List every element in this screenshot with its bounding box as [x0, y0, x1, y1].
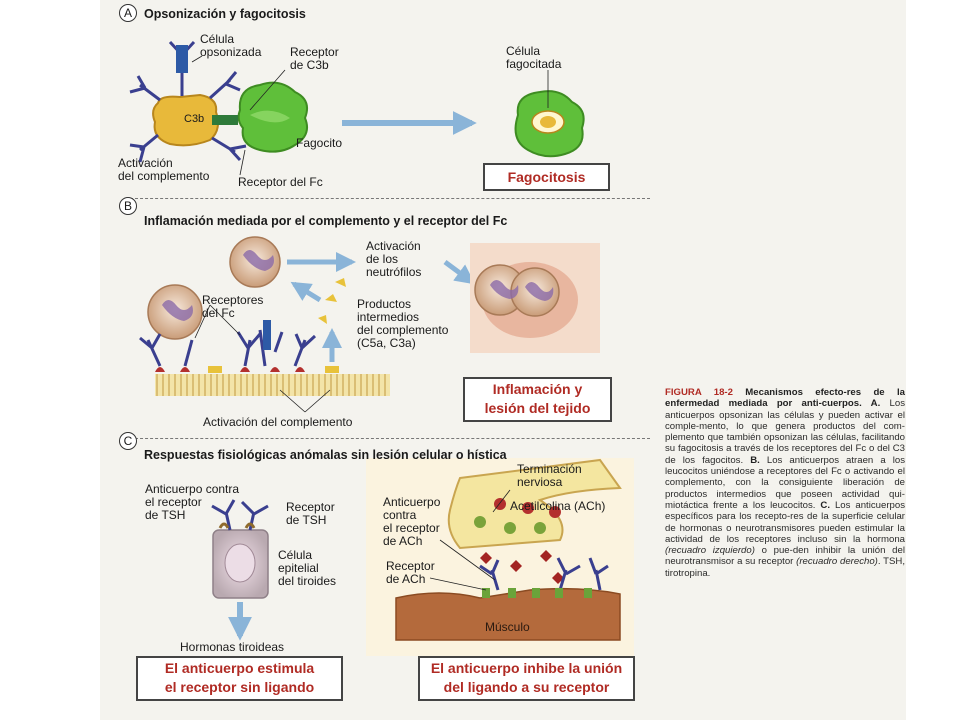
result-inflammation: Inflamación y lesión del tejido [463, 377, 612, 422]
caption-text-c2: o pue-den inhibir la unión del neurotran… [665, 545, 905, 568]
label-complement-activation-a: Activación del complemento [118, 156, 210, 183]
caption-text-a: Los anticuerpos opsonizan las células y … [665, 398, 905, 466]
label-thyroid-cell: Célula epitelial del tiroides [278, 548, 337, 588]
engulfed-cell [540, 116, 556, 128]
caption-text-b: Los anticuerpos atraen a los leucocitos … [665, 454, 905, 511]
panel-a-letter: A [119, 4, 137, 22]
caption-text-c1: Los anticuerpos específicos para los rec… [665, 499, 905, 545]
result-stimulates-receptor: El anticuerpo estimula el receptor sin l… [136, 656, 343, 701]
complement-fragments [208, 278, 346, 373]
panel-b-letter: B [119, 197, 137, 215]
panel-b-title: Inflamación mediada por el complemento y… [144, 214, 508, 228]
panel-b-artwork [139, 236, 600, 396]
caption-italic-right: (recuadro derecho) [796, 556, 878, 568]
leader-lines [191, 55, 549, 591]
label-anti-tsh-antibody: Anticuerpo contra el receptor de TSH [145, 482, 240, 522]
antigen-marker [176, 45, 188, 73]
label-tsh-receptor: Receptor de TSH [286, 500, 335, 527]
figure-artwork [129, 40, 634, 656]
label-c3b: C3b [184, 113, 205, 125]
nerve-ending-shape [447, 458, 622, 550]
c3b-bond [212, 115, 238, 125]
cell-membrane [155, 374, 390, 396]
panel-c-letter: C [119, 432, 137, 450]
label-phagocyte: Fagocito [296, 136, 343, 150]
caption-text-c3: . TSH, tirotropina. [665, 556, 905, 579]
label-complement-activation-b: Activación del complemento [203, 415, 353, 429]
caption-lead: FIGURA 18-2 [665, 387, 733, 398]
label-opsonized-cell: Célula opsonizada [200, 32, 262, 59]
label-phagocytosed-cell: Célula fagocitada [506, 44, 562, 71]
label-thyroid-hormones: Hormonas tiroideas [180, 640, 285, 654]
panel-a-artwork [129, 40, 585, 163]
synapse-antibodies [479, 557, 609, 591]
caption-label-c: C. [820, 499, 831, 511]
caption-heading: Mecanismos efecto-res de la enfermedad m… [665, 387, 905, 410]
figure-page: A Opsonización y fagocitosis Célula opso… [100, 0, 906, 720]
muscle-shape [395, 587, 621, 641]
label-fc-receptors: Receptores del Fc [202, 293, 264, 320]
phagocyte-highlight [250, 110, 290, 123]
label-muscle: Músculo [485, 620, 530, 634]
thyroid-nucleus [224, 543, 256, 583]
membrane-antibodies [139, 329, 317, 367]
arrow-b-back [290, 281, 322, 303]
ach-molecules [480, 550, 564, 584]
result-inhibits-binding: El anticuerpo inhibe la unión del ligand… [418, 656, 635, 701]
label-fc-receptor: Receptor del Fc [238, 175, 323, 189]
label-complement-products: Productos intermedios del complemento (C… [357, 297, 449, 350]
label-nerve-ending: Terminación nerviosa [517, 462, 582, 489]
vesicles [474, 498, 561, 534]
divider-a-b [130, 198, 650, 199]
caption-label-b: B. [750, 454, 760, 466]
label-neutrophil-activation: Activación de los neutrófilos [366, 239, 422, 279]
thyroid-antibodies [211, 499, 269, 531]
label-anti-ach-antibody: Anticuerpo contra el receptor de ACh [383, 495, 441, 548]
panel-a-title: Opsonización y fagocitosis [144, 7, 306, 21]
result-phagocytosis: Fagocitosis [483, 163, 610, 191]
caption-italic-left: (recuadro izquierdo) [665, 545, 755, 557]
arrow-b-tissue [443, 259, 476, 285]
label-acetylcholine: Acetilcolina (ACh) [510, 499, 606, 513]
opsonized-cell-shape [152, 93, 219, 147]
ach-receptors [482, 588, 592, 598]
neutrophil-nucleus [243, 250, 274, 271]
figure-caption: FIGURA 18-2 Mecanismos efecto-res de la … [665, 387, 905, 579]
membrane-receptors [155, 367, 305, 372]
panel-c-title: Respuestas fisiológicas anómalas sin les… [144, 448, 507, 462]
divider-b-c [130, 438, 650, 439]
label-ach-receptor: Receptor de ACh [386, 559, 435, 586]
panel-c-artwork [211, 458, 634, 656]
label-c3b-receptor: Receptor de C3b [290, 45, 339, 72]
